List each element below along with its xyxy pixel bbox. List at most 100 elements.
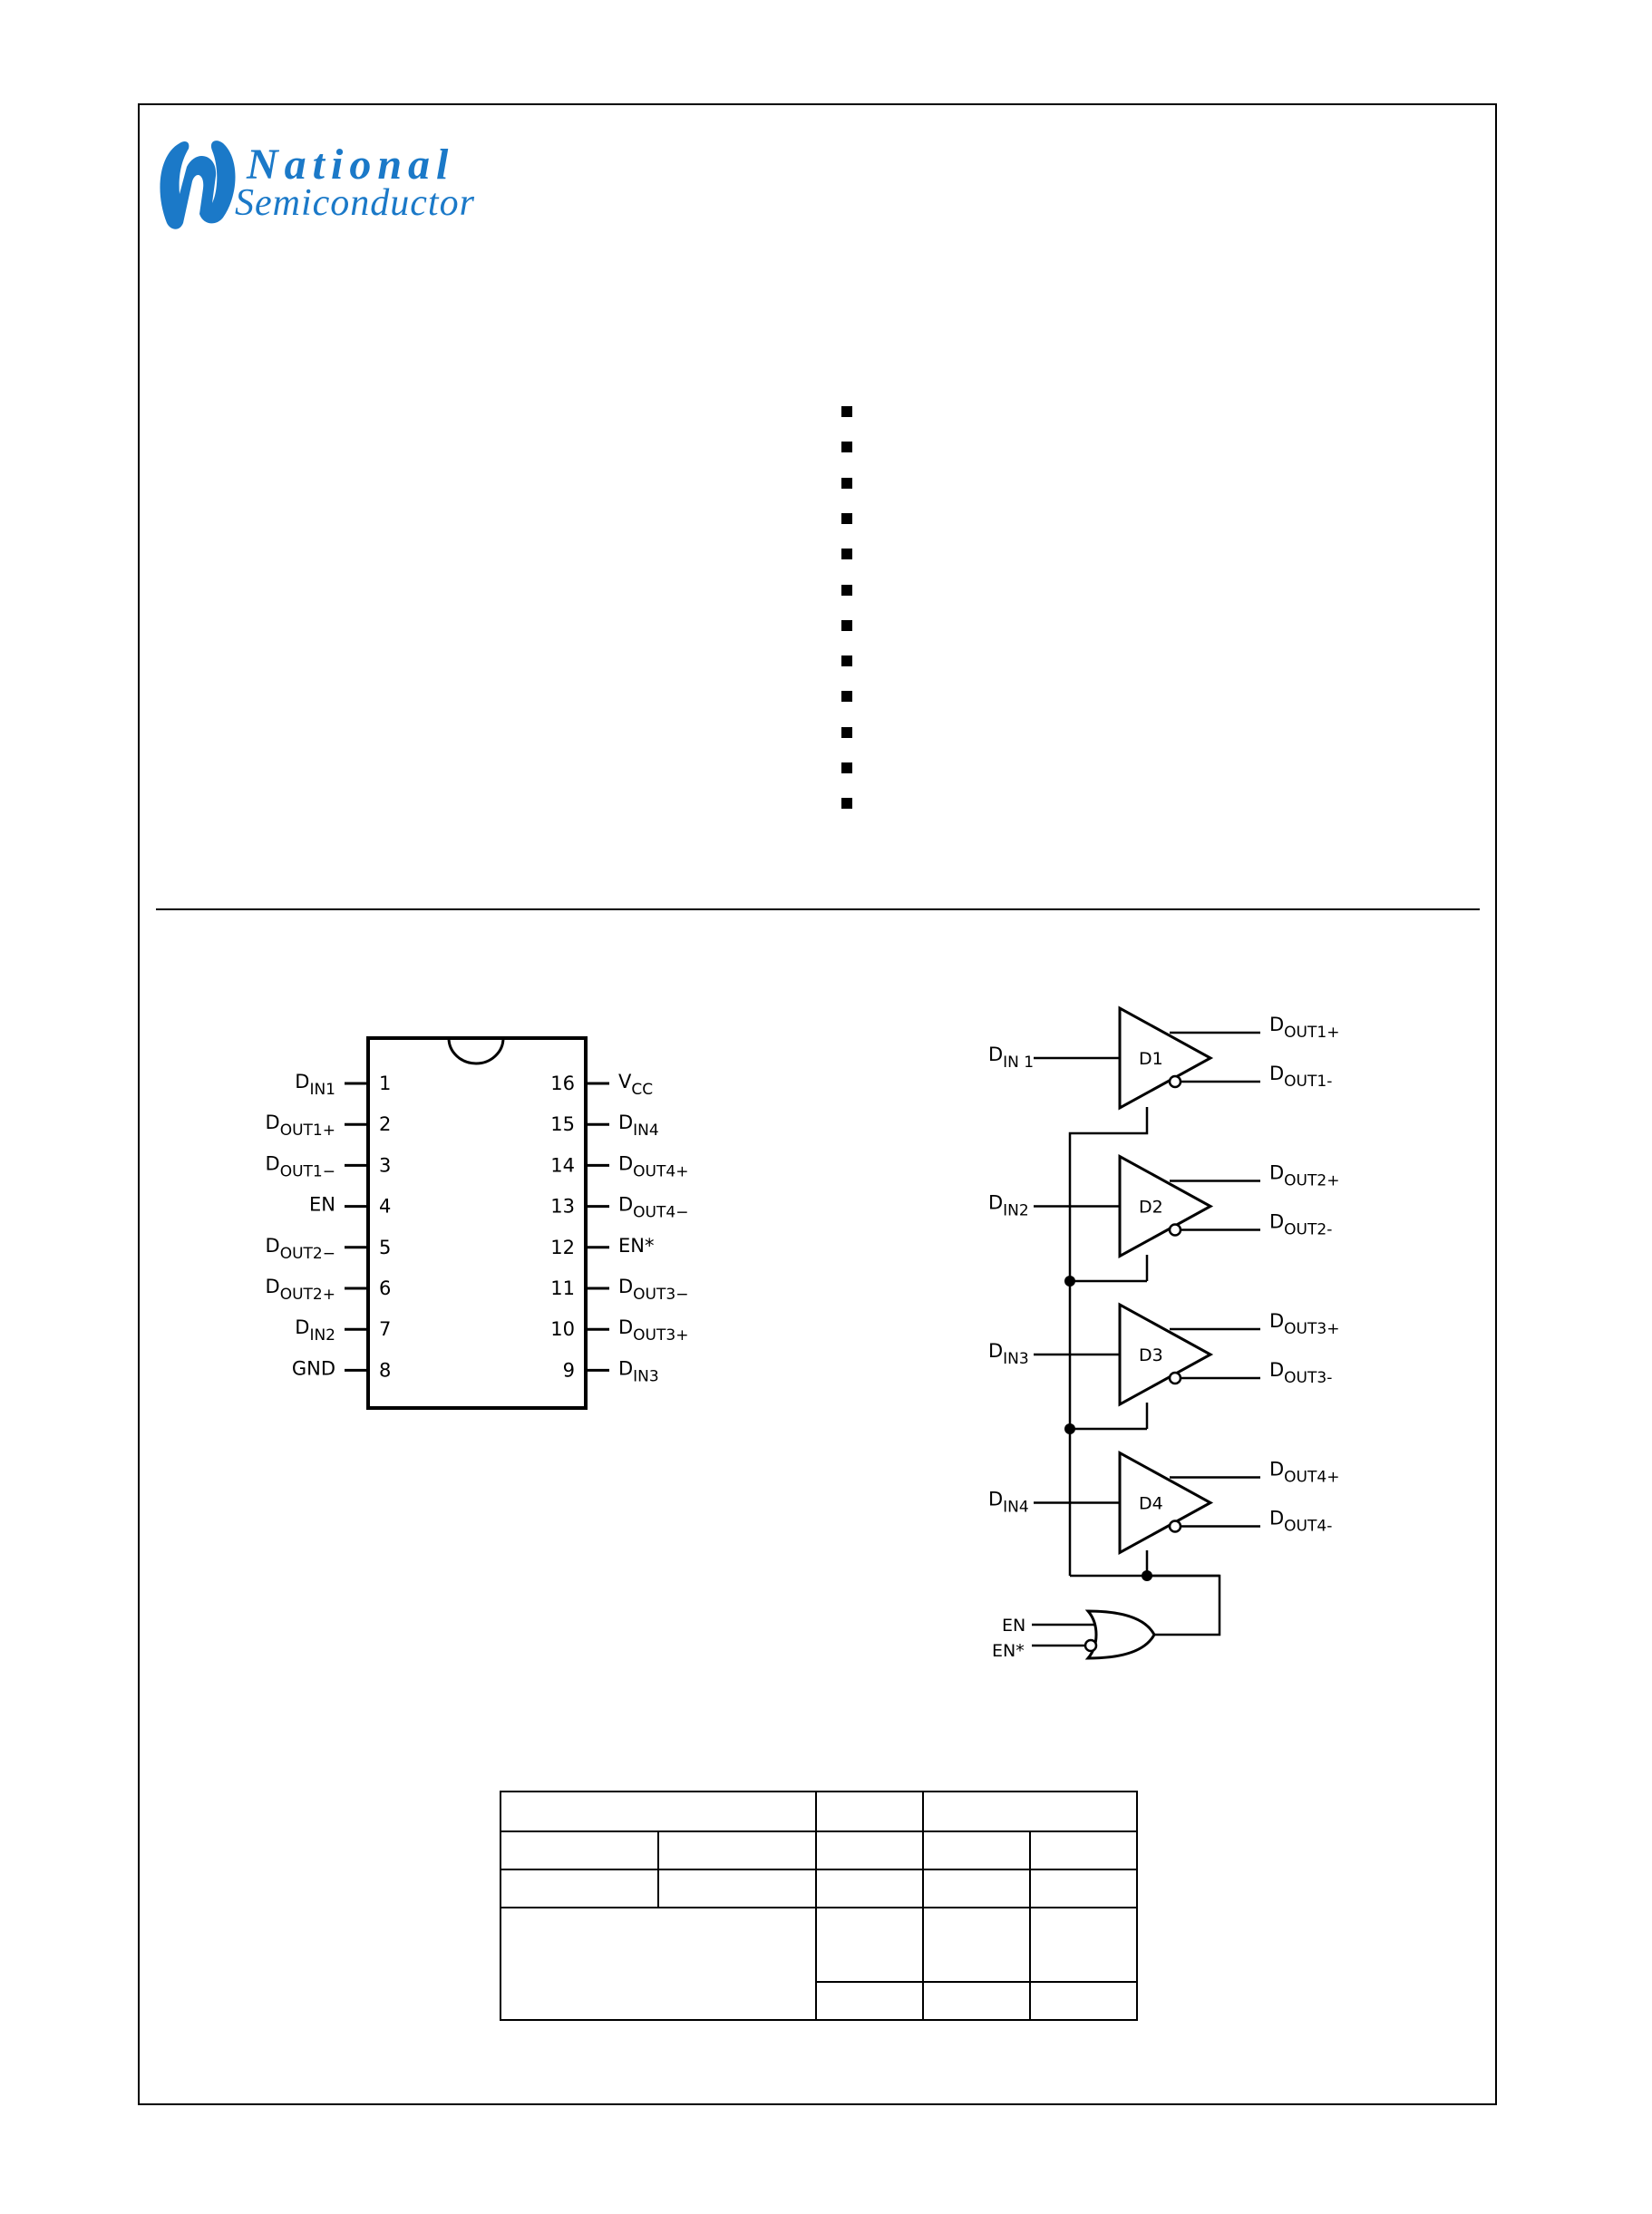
table-cell <box>500 1869 659 1908</box>
buffer-triangle <box>1118 1153 1214 1259</box>
driver-output-positive-label: DOUT2+ <box>1269 1162 1339 1190</box>
table-cell <box>815 1791 924 1832</box>
table-cell <box>500 1907 817 2021</box>
bullet-marker <box>841 798 852 810</box>
inverting-bubble <box>1168 1520 1182 1533</box>
bullet-marker <box>841 549 852 560</box>
pin-number: 2 <box>379 1113 391 1135</box>
pin-label: DOUT4− <box>618 1194 688 1222</box>
table-cell <box>500 1830 659 1870</box>
pin-label: DOUT3− <box>618 1276 688 1304</box>
truth-table-grid <box>500 1791 1138 2021</box>
table-cell <box>815 1981 924 2021</box>
bullet-marker <box>841 406 852 417</box>
driver-input-label: DIN2 <box>988 1192 1029 1220</box>
driver-4: D4 DIN4 DOUT4+ DOUT4- <box>988 1450 1339 1556</box>
pin-label: DOUT4+ <box>618 1152 688 1180</box>
national-semiconductor-logo: National Semiconductor <box>152 136 533 245</box>
driver-output-negative-label: DOUT2- <box>1269 1211 1332 1239</box>
driver-label: D2 <box>1139 1198 1163 1218</box>
driver-label: D4 <box>1139 1494 1163 1514</box>
driver-output-positive-label: DOUT1+ <box>1269 1014 1339 1042</box>
pin-number: 1 <box>379 1073 391 1094</box>
driver-output-negative-label: DOUT3- <box>1269 1359 1332 1387</box>
left-pin-group: 1DIN12DOUT1+3DOUT1−4EN5DOUT2−6DOUT2+7DIN… <box>266 1071 392 1381</box>
logo-wordmark-national: National <box>247 141 455 189</box>
pin-label: EN* <box>618 1235 654 1257</box>
junction-dot <box>1064 1423 1075 1434</box>
driver-output-negative-label: DOUT1- <box>1269 1063 1332 1091</box>
section-divider <box>156 908 1480 910</box>
pin-number: 10 <box>550 1318 575 1340</box>
buffer-triangle <box>1118 1005 1214 1111</box>
driver-1: D1 DIN 1 DOUT1+ DOUT1- <box>988 1005 1339 1111</box>
driver-input-label: DIN3 <box>988 1340 1029 1368</box>
bullet-marker <box>841 512 852 524</box>
table-cell <box>657 1830 817 1870</box>
table-cell <box>1029 1907 1138 1983</box>
driver-label: D3 <box>1139 1345 1163 1365</box>
pin-number: 16 <box>550 1073 575 1094</box>
pin-number: 5 <box>379 1237 391 1258</box>
table-cell <box>1029 1830 1138 1870</box>
enable-bus <box>1068 1107 1221 1636</box>
pin-number: 6 <box>379 1277 391 1299</box>
pin-number: 3 <box>379 1154 391 1176</box>
driver-2: D2 DIN2 DOUT2+ DOUT2- <box>988 1153 1339 1259</box>
pin-number: 9 <box>563 1359 575 1381</box>
inverting-bubble <box>1084 1638 1098 1653</box>
table-cell <box>922 1830 1031 1870</box>
page-border <box>138 103 1497 2105</box>
pin-number: 7 <box>379 1318 391 1340</box>
pin-label: DIN3 <box>618 1357 659 1385</box>
ic-package-body <box>366 1036 588 1410</box>
table-cell <box>1029 1981 1138 2021</box>
table-cell <box>922 1791 1138 1832</box>
table-cell <box>922 1981 1031 2021</box>
pin-label: DIN4 <box>618 1112 659 1140</box>
junction-dot <box>1142 1570 1152 1581</box>
or-gate <box>1032 1609 1156 1660</box>
bullet-marker <box>841 584 852 596</box>
table-cell <box>815 1907 924 1983</box>
pin-number: 8 <box>379 1359 391 1381</box>
pin-label: DIN2 <box>295 1316 335 1345</box>
bullet-marker <box>841 726 852 738</box>
driver-output-positive-label: DOUT4+ <box>1269 1459 1339 1487</box>
table-cell <box>657 1869 817 1908</box>
inverting-bubble <box>1168 1223 1182 1237</box>
table-cell <box>815 1830 924 1870</box>
pin-label: DOUT1+ <box>266 1112 335 1140</box>
pin-number: 15 <box>550 1113 575 1135</box>
driver-input-label: DIN 1 <box>988 1044 1034 1072</box>
buffer-triangle <box>1118 1450 1214 1556</box>
inverting-bubble <box>1168 1074 1182 1089</box>
inverting-bubble <box>1168 1371 1182 1385</box>
ic-pin1-notch <box>447 1037 505 1065</box>
pin-label: GND <box>292 1357 335 1379</box>
pin-label: VCC <box>618 1071 653 1099</box>
driver-label: D1 <box>1139 1049 1163 1069</box>
driver-output-negative-label: DOUT4- <box>1269 1508 1332 1536</box>
pin-number: 13 <box>550 1196 575 1218</box>
driver-input-label: DIN4 <box>988 1489 1029 1517</box>
table-cell <box>500 1791 817 1832</box>
pin-label: DOUT2+ <box>266 1276 335 1304</box>
bullet-marker <box>841 477 852 489</box>
pin-label: EN <box>309 1194 335 1216</box>
bullet-marker <box>841 762 852 773</box>
pin-number: 14 <box>550 1154 575 1176</box>
pin-label: DIN1 <box>295 1071 335 1099</box>
junction-dot <box>1064 1276 1075 1287</box>
table-cell <box>815 1869 924 1908</box>
logo-mark-icon <box>160 141 236 229</box>
pin-label: DOUT2− <box>266 1235 335 1263</box>
pin-label: DOUT3+ <box>618 1316 688 1345</box>
pin-label: DOUT1− <box>266 1152 335 1180</box>
pin-number: 11 <box>550 1277 575 1299</box>
bullet-marker <box>841 442 852 453</box>
